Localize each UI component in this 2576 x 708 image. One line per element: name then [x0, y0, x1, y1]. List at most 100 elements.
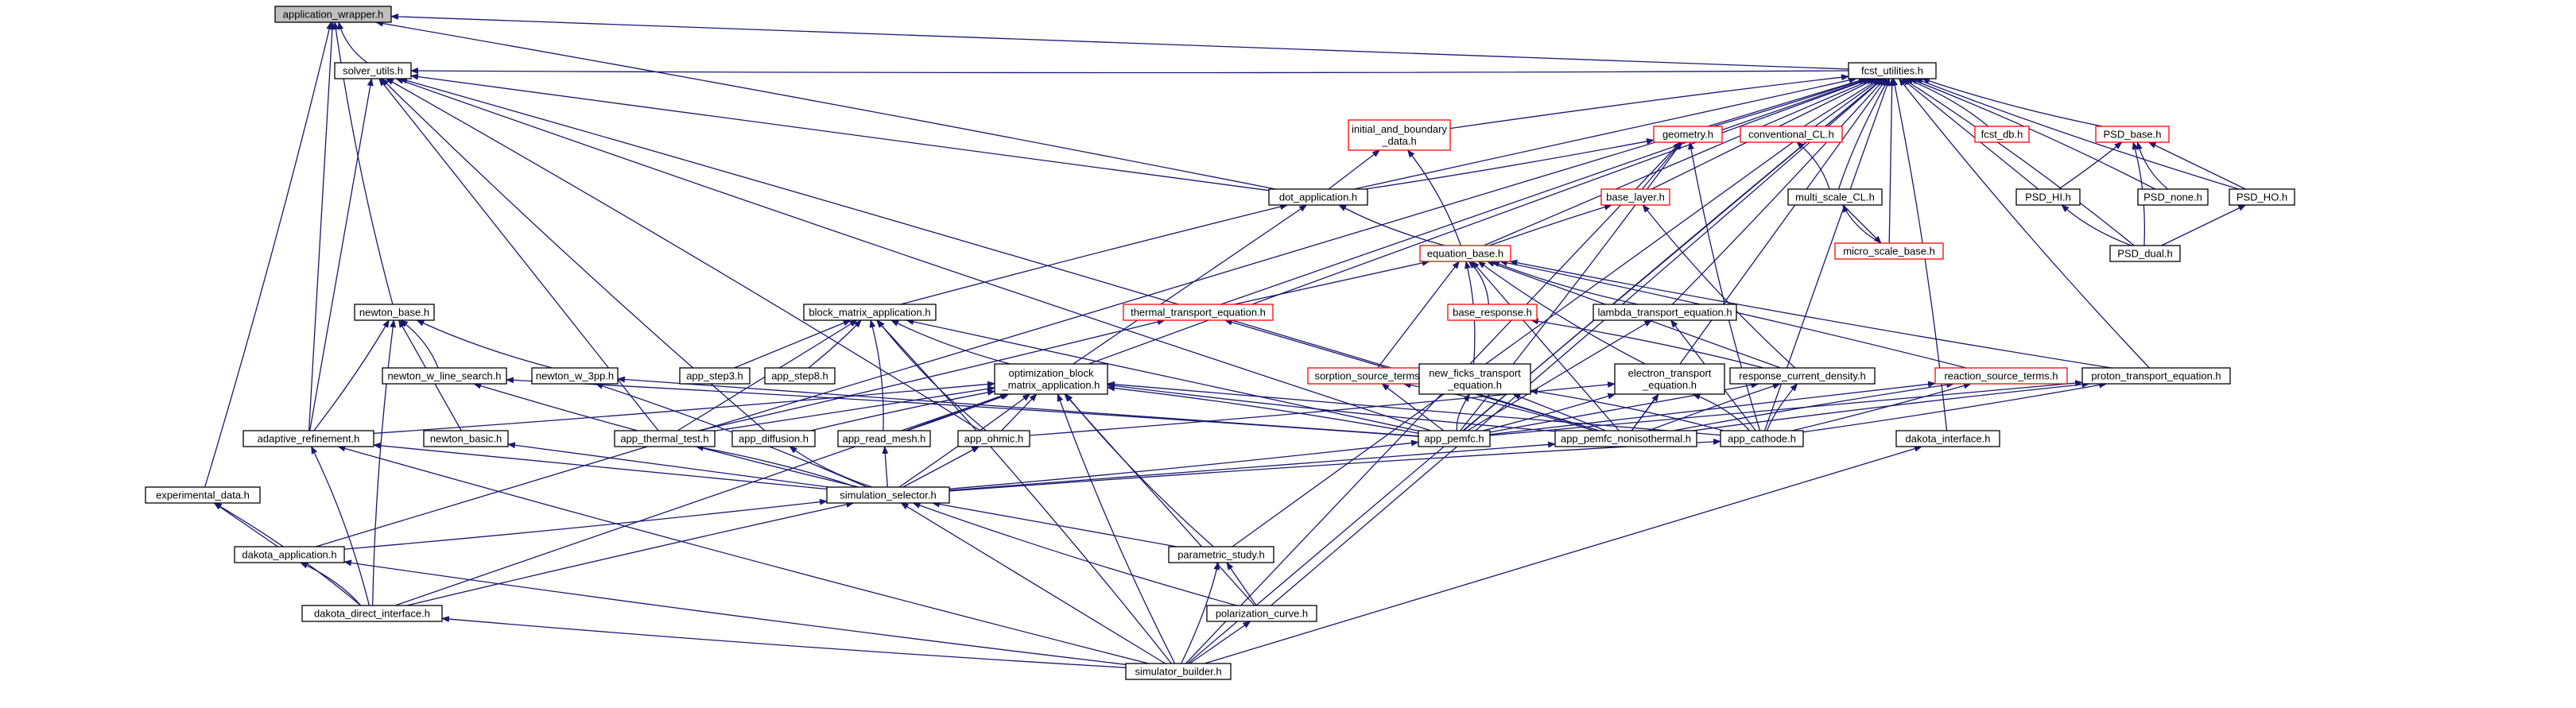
node-new-ficks[interactable]: new_ficks_transport_equation.h: [1418, 363, 1531, 395]
node-box[interactable]: [1418, 363, 1531, 395]
node-experimental-data[interactable]: experimental_data.h: [145, 486, 261, 504]
node-box[interactable]: [731, 430, 816, 447]
node-box[interactable]: [803, 304, 937, 321]
node-box[interactable]: [2095, 126, 2170, 143]
node-application-wrapper[interactable]: application_wrapper.h: [274, 6, 392, 23]
node-app-read-mesh[interactable]: app_read_mesh.h: [837, 430, 931, 447]
node-thermal-transport-equation[interactable]: thermal_transport_equation.h: [1123, 304, 1274, 321]
node-box[interactable]: [826, 486, 950, 504]
node-micro-scale-base[interactable]: micro_scale_base.h: [1834, 242, 1944, 260]
node-app-step8[interactable]: app_step8.h: [764, 367, 836, 385]
node-box[interactable]: [1447, 304, 1538, 321]
node-geometry[interactable]: geometry.h: [1653, 126, 1723, 143]
node-base-response[interactable]: base_response.h: [1447, 304, 1538, 321]
node-conventional-CL[interactable]: conventional_CL.h: [1740, 126, 1843, 143]
node-box[interactable]: [1934, 367, 2068, 385]
node-app-pemfc[interactable]: app_pemfc.h: [1418, 430, 1491, 447]
node-newton-w-line-search[interactable]: newton_w_line_search.h: [382, 367, 507, 385]
node-box[interactable]: [145, 486, 261, 504]
node-newton-base[interactable]: newton_base.h: [354, 304, 435, 321]
node-newton-w-3pp[interactable]: newton_w_3pp.h: [531, 367, 619, 385]
node-box[interactable]: [1600, 188, 1670, 206]
node-box[interactable]: [531, 367, 619, 385]
node-box[interactable]: [274, 6, 392, 23]
node-box[interactable]: [2229, 188, 2295, 206]
node-reaction-source-terms[interactable]: reaction_source_terms.h: [1934, 367, 2068, 385]
node-box[interactable]: [1787, 188, 1883, 206]
node-dakota-application[interactable]: dakota_application.h: [234, 546, 345, 563]
node-box[interactable]: [2081, 367, 2231, 385]
node-adaptive-refinement[interactable]: adaptive_refinement.h: [242, 430, 374, 447]
node-box[interactable]: [2137, 188, 2209, 206]
node-lambda-transport-equation[interactable]: lambda_transport_equation.h: [1593, 304, 1737, 321]
node-app-cathode[interactable]: app_cathode.h: [1720, 430, 1804, 447]
node-app-step3[interactable]: app_step3.h: [679, 367, 751, 385]
node-app-diffusion[interactable]: app_diffusion.h: [731, 430, 816, 447]
node-box[interactable]: [1614, 363, 1725, 395]
node-box[interactable]: [764, 367, 836, 385]
node-box[interactable]: [423, 430, 509, 447]
node-app-ohmic[interactable]: app_ohmic.h: [957, 430, 1030, 447]
node-box[interactable]: [614, 430, 716, 447]
node-parametric-study[interactable]: parametric_study.h: [1168, 546, 1274, 563]
node-base-layer[interactable]: base_layer.h: [1600, 188, 1670, 206]
node-box[interactable]: [1554, 430, 1697, 447]
node-initial-boundary[interactable]: initial_and_boundary_data.h: [1348, 119, 1451, 151]
node-box[interactable]: [1740, 126, 1843, 143]
node-equation-base[interactable]: equation_base.h: [1419, 245, 1511, 262]
node-box[interactable]: [1848, 62, 1937, 79]
node-fcst-utilities[interactable]: fcst_utilities.h: [1848, 62, 1937, 79]
node-box[interactable]: [301, 605, 443, 622]
node-block-matrix-application[interactable]: block_matrix_application.h: [803, 304, 937, 321]
dependency-edge: [1530, 318, 1764, 369]
node-optimization-block[interactable]: optimization_block_matrix_application.h: [994, 363, 1108, 395]
node-dakota-direct-interface[interactable]: dakota_direct_interface.h: [301, 605, 443, 622]
node-box[interactable]: [382, 367, 507, 385]
node-electron-transport[interactable]: electron_transport_equation.h: [1614, 363, 1725, 395]
node-app-pemfc-nonisothermal[interactable]: app_pemfc_nonisothermal.h: [1554, 430, 1697, 447]
node-box[interactable]: [2109, 245, 2181, 262]
node-box[interactable]: [354, 304, 435, 321]
node-response-current-density[interactable]: response_current_density.h: [1729, 367, 1876, 385]
node-box[interactable]: [1418, 430, 1491, 447]
node-PSD-dual[interactable]: PSD_dual.h: [2109, 245, 2181, 262]
node-proton-transport-equation[interactable]: proton_transport_equation.h: [2081, 367, 2231, 385]
node-box[interactable]: [1268, 188, 1368, 206]
node-box[interactable]: [679, 367, 751, 385]
node-box[interactable]: [994, 363, 1108, 395]
node-solver-utils[interactable]: solver_utils.h: [334, 62, 412, 79]
node-simulator-builder[interactable]: simulator_builder.h: [1125, 663, 1232, 680]
node-box[interactable]: [1653, 126, 1723, 143]
node-box[interactable]: [2015, 188, 2081, 206]
node-box[interactable]: [1593, 304, 1737, 321]
node-sorption-source-terms[interactable]: sorption_source_terms.h: [1307, 367, 1436, 385]
node-box[interactable]: [1125, 663, 1232, 680]
node-PSD-none[interactable]: PSD_none.h: [2137, 188, 2209, 206]
node-box[interactable]: [1419, 245, 1511, 262]
node-PSD-base[interactable]: PSD_base.h: [2095, 126, 2170, 143]
node-dakota-interface[interactable]: dakota_interface.h: [1895, 430, 2000, 447]
node-PSD-HI[interactable]: PSD_HI.h: [2015, 188, 2081, 206]
node-app-thermal-test[interactable]: app_thermal_test.h: [614, 430, 716, 447]
node-PSD-HO[interactable]: PSD_HO.h: [2229, 188, 2295, 206]
node-box[interactable]: [334, 62, 412, 79]
node-box[interactable]: [837, 430, 931, 447]
node-box[interactable]: [1206, 605, 1317, 622]
node-box[interactable]: [1974, 126, 2030, 143]
node-box[interactable]: [957, 430, 1030, 447]
node-simulation-selector[interactable]: simulation_selector.h: [826, 486, 950, 504]
node-box[interactable]: [1123, 304, 1274, 321]
node-box[interactable]: [234, 546, 345, 563]
node-box[interactable]: [1348, 119, 1451, 151]
node-dot-application[interactable]: dot_application.h: [1268, 188, 1368, 206]
node-box[interactable]: [1720, 430, 1804, 447]
node-box[interactable]: [242, 430, 374, 447]
node-multi-scale-CL[interactable]: multi_scale_CL.h: [1787, 188, 1883, 206]
node-box[interactable]: [1834, 242, 1944, 260]
node-newton-basic[interactable]: newton_basic.h: [423, 430, 509, 447]
node-fcst-db[interactable]: fcst_db.h: [1974, 126, 2030, 143]
node-polarization-curve[interactable]: polarization_curve.h: [1206, 605, 1317, 622]
node-box[interactable]: [1168, 546, 1274, 563]
node-box[interactable]: [1895, 430, 2000, 447]
node-box[interactable]: [1729, 367, 1876, 385]
